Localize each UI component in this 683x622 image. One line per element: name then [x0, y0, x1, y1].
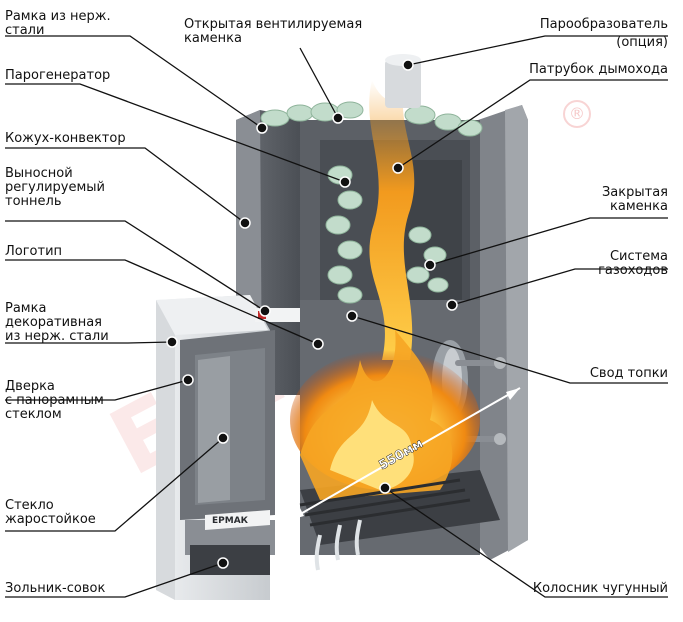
leader-lines: [5, 35, 668, 598]
label-ash: Зольник-совок: [5, 581, 106, 596]
leader-decor-frame: [5, 341, 173, 344]
label-gas-system: Система газоходов: [598, 249, 668, 278]
label-door: Дверка с панорамным стеклом: [5, 379, 104, 422]
leader-tunnel: [5, 220, 266, 312]
leader-chimney: [397, 79, 668, 169]
door-with-glass: [180, 330, 275, 520]
label-frame-steel: Рамка из нерж. стали: [5, 9, 111, 38]
label-grate: Колосник чугунный: [532, 581, 668, 596]
label-glass: Стекло жаростойкое: [5, 498, 96, 527]
fire-flames: [290, 80, 480, 500]
label-decor-frame: Рамка декоративная из нерж. стали: [5, 301, 109, 344]
leader-closed-heater: [429, 217, 668, 266]
casing-convector: [236, 105, 528, 560]
steam-generator-pipe: [385, 54, 421, 108]
leader-steam-maker: [407, 35, 668, 66]
leader-gas-system: [451, 268, 668, 306]
leader-steam-generator: [5, 83, 346, 183]
leader-ash: [5, 562, 224, 598]
label-casing: Кожух-конвектор: [5, 131, 126, 146]
label-closed-heater: Закрытая каменка: [601, 185, 668, 214]
label-open-heater: Открытая вентилируемая каменка: [184, 17, 363, 46]
label-logo: Логотип: [5, 244, 63, 259]
leader-furnace-arch: [351, 315, 668, 384]
cast-iron-grate: [299, 478, 471, 527]
leader-glass: [5, 437, 224, 532]
label-furnace-arch: Свод топки: [589, 366, 668, 381]
leader-grate: [384, 487, 668, 598]
label-tunnel: Выносной регулируемый тоннель: [5, 166, 105, 209]
leader-door: [5, 379, 189, 401]
leader-casing: [5, 147, 246, 224]
leader-frame-steel: [5, 35, 263, 129]
registered-mark-icon: ®: [563, 100, 591, 128]
label-steam-generator: Парогенератор: [5, 68, 111, 83]
leader-logo: [5, 259, 319, 345]
label-steam-maker-option: (опция): [616, 35, 668, 50]
label-chimney: Патрубок дымохода: [529, 62, 668, 77]
label-steam-maker: Парообразователь: [539, 17, 668, 32]
leader-dots: [166, 59, 458, 569]
air-flow-arrows: [314, 519, 362, 571]
door-logo-text: ЕРМАК: [212, 516, 249, 526]
leader-open-heater: [299, 47, 339, 119]
